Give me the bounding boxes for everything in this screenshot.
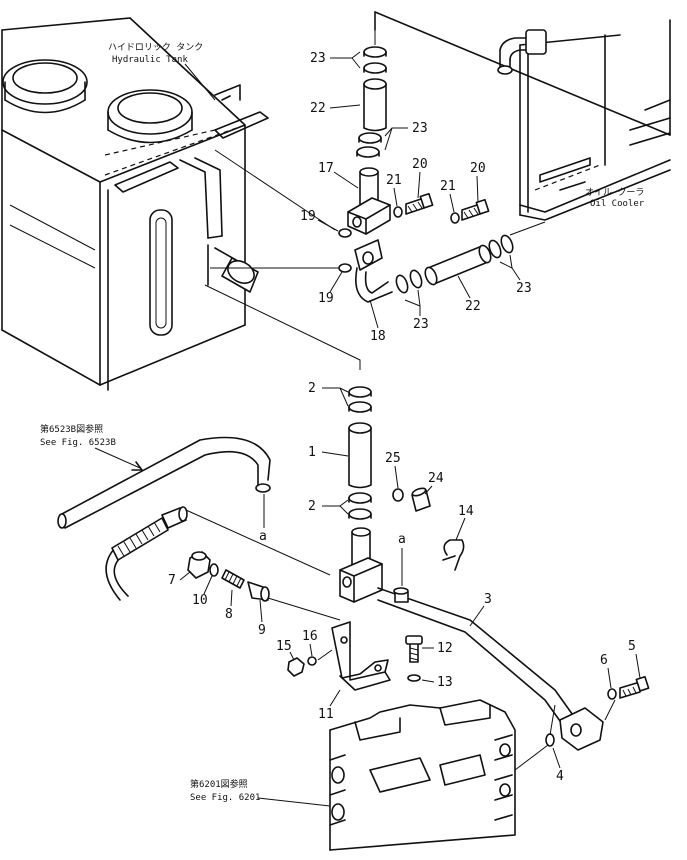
label-1: 1 bbox=[308, 445, 316, 460]
label-18: 18 bbox=[370, 329, 386, 344]
part-2-clamp-d bbox=[348, 508, 372, 520]
part-4-oring bbox=[545, 733, 555, 747]
part-2-clamp-c bbox=[348, 492, 372, 504]
connector-letter-hose: a bbox=[259, 529, 267, 544]
label-17: 17 bbox=[318, 161, 334, 176]
label-7: 7 bbox=[168, 573, 176, 588]
label-11: 11 bbox=[318, 707, 334, 722]
label-21-right: 21 bbox=[440, 179, 456, 194]
bracket-assembly bbox=[287, 621, 423, 691]
part-16-washer bbox=[307, 656, 317, 666]
part-2-clamp-a bbox=[348, 386, 372, 398]
part-23-clamp-e bbox=[395, 274, 409, 294]
left-fittings bbox=[57, 436, 341, 621]
part-6-washer bbox=[607, 688, 617, 700]
part-22-hose-upper bbox=[363, 83, 387, 132]
label-10: 10 bbox=[192, 593, 208, 608]
label-23-right: 23 bbox=[516, 281, 532, 296]
label-5: 5 bbox=[628, 639, 636, 654]
part-23-clamp-a bbox=[363, 46, 387, 58]
hose-end-a bbox=[255, 483, 271, 493]
label-9: 9 bbox=[258, 623, 266, 638]
cooler-label-ja: オイル クーラ bbox=[585, 187, 644, 198]
connector-markers: a a bbox=[259, 494, 406, 586]
label-23-mid: 23 bbox=[412, 121, 428, 136]
figure-callouts: 第6523B図参照 See Fig. 6523B 第6201図参照 See Fi… bbox=[40, 423, 331, 807]
cooler-label-en: Oil Cooler bbox=[590, 199, 645, 209]
tank-label-ja: ハイドロリック タンク bbox=[108, 42, 203, 53]
part-23-clamp-f bbox=[409, 269, 423, 289]
part-13-washer bbox=[407, 674, 421, 682]
label-14: 14 bbox=[458, 504, 474, 519]
label-23-lower: 23 bbox=[413, 317, 429, 332]
label-24: 24 bbox=[428, 471, 444, 486]
part-1-hose bbox=[348, 427, 372, 489]
part-19-oring-lower bbox=[338, 263, 352, 273]
part-23-clamp-d bbox=[356, 146, 380, 158]
label-3: 3 bbox=[484, 592, 492, 607]
label-25: 25 bbox=[385, 451, 401, 466]
part-23-clamp-b bbox=[363, 62, 387, 74]
fig-6201-ja: 第6201図参照 bbox=[190, 778, 248, 790]
label-19-upper: 19 bbox=[300, 209, 316, 224]
label-13: 13 bbox=[437, 675, 453, 690]
label-2-lower: 2 bbox=[308, 499, 316, 514]
hydraulic-tank bbox=[1, 17, 361, 391]
part-15-nut bbox=[287, 657, 305, 677]
label-12: 12 bbox=[437, 641, 453, 656]
part-17-block bbox=[347, 197, 391, 235]
fig-6201-en: See Fig. 6201 bbox=[190, 793, 260, 803]
lower-assembly bbox=[339, 527, 650, 751]
upper-fittings bbox=[338, 30, 514, 303]
tank-callout: ハイドロリック タンク Hydraulic Tank bbox=[108, 42, 216, 101]
part-2-clamp-b bbox=[348, 401, 372, 413]
label-15: 15 bbox=[276, 639, 292, 654]
middle-hose bbox=[348, 386, 431, 520]
part-19-oring-upper bbox=[338, 228, 352, 238]
label-8: 8 bbox=[225, 607, 233, 622]
label-23-top: 23 bbox=[310, 51, 326, 66]
part-11-bracket bbox=[331, 621, 389, 681]
label-2-upper: 2 bbox=[308, 381, 316, 396]
tank-filler-cap bbox=[2, 59, 88, 105]
label-22-top: 22 bbox=[310, 101, 326, 116]
fig-6523b-ja: 第6523B図参照 bbox=[40, 423, 103, 435]
label-22-lower: 22 bbox=[465, 299, 481, 314]
part-labels: 23 22 23 17 20 20 21 21 19 19 18 23 22 2… bbox=[168, 51, 641, 784]
control-valve bbox=[329, 699, 549, 851]
label-20-right: 20 bbox=[470, 161, 486, 176]
part-10-oring bbox=[209, 563, 219, 577]
part-23-clamp-c bbox=[358, 132, 382, 144]
part-23-clamp-g bbox=[488, 239, 502, 259]
cooler-callout: オイル クーラ Oil Cooler bbox=[585, 187, 645, 209]
part-25-plug bbox=[392, 488, 404, 502]
part-21-washer-right bbox=[450, 212, 460, 224]
tank-strainer-port bbox=[107, 89, 193, 135]
part-23-clamp-h bbox=[500, 234, 514, 254]
label-4: 4 bbox=[556, 769, 564, 784]
label-19-lower: 19 bbox=[318, 291, 334, 306]
tank-label-en: Hydraulic Tank bbox=[112, 55, 188, 65]
connector-letter-pipe: a bbox=[398, 532, 406, 547]
label-6: 6 bbox=[600, 653, 608, 668]
label-20-left: 20 bbox=[412, 157, 428, 172]
label-21-left: 21 bbox=[386, 173, 402, 188]
fig-6523b-en: See Fig. 6523B bbox=[40, 438, 116, 448]
oil-cooler bbox=[374, 11, 671, 236]
part-21-washer-left bbox=[393, 206, 403, 218]
label-16: 16 bbox=[302, 629, 318, 644]
